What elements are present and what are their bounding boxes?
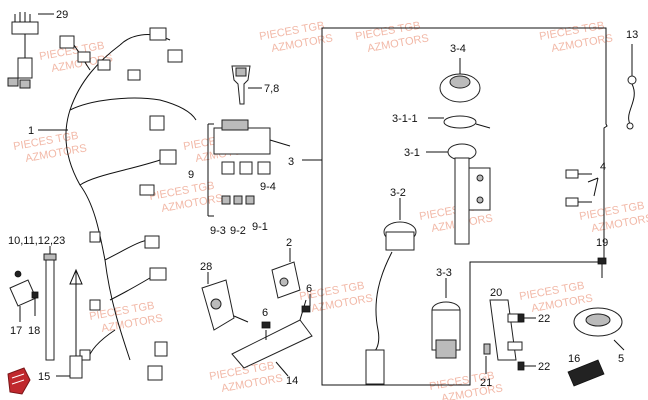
- part-9-relay-box: [213, 119, 291, 205]
- label-9-4: 9-4: [260, 181, 276, 193]
- label-4: 4: [600, 161, 606, 173]
- label-22-top: 22: [538, 313, 550, 325]
- label-2: 2: [286, 237, 292, 249]
- part-20-bracket: [483, 299, 536, 371]
- label-19: 19: [596, 237, 608, 249]
- label-20: 20: [490, 287, 502, 299]
- label-15: 15: [38, 371, 50, 383]
- label-22-bottom: 22: [538, 361, 550, 373]
- part-13-wire: [626, 44, 637, 130]
- part-1-wiring-harness: [59, 27, 197, 381]
- leader-5: [613, 339, 625, 351]
- label-7-8: 7,8: [264, 83, 279, 95]
- label-9-3: 9-3: [210, 225, 226, 237]
- label-16: 16: [568, 353, 580, 365]
- part-3-4-lock-cover: [439, 58, 481, 103]
- label-13: 13: [626, 29, 638, 41]
- label-3-1-1: 3-1-1: [392, 113, 418, 125]
- part-3-3-seat-lock: [431, 278, 461, 359]
- part-3-1-ignition-cylinder: [447, 143, 491, 245]
- label-3: 3: [288, 156, 294, 168]
- label-3-4: 3-4: [450, 43, 466, 55]
- label-3-2: 3-2: [390, 187, 406, 199]
- part-18-screw: [31, 291, 39, 316]
- part-28-bracket: [201, 272, 249, 331]
- part-3-1-1-disc: [443, 115, 491, 129]
- label-6-left: 6: [262, 307, 268, 319]
- bracket-9: [207, 123, 214, 217]
- part-2-bracket: [271, 248, 301, 299]
- label-3-1: 3-1: [404, 147, 420, 159]
- part-15-rod: [69, 268, 83, 379]
- label-1: 1: [28, 125, 34, 137]
- part-29-connector: [7, 12, 39, 89]
- label-9: 9: [188, 169, 194, 181]
- part-3-2-ignition-switch: [365, 198, 417, 385]
- part-6-screws: [261, 294, 311, 329]
- label-10-11-12-23: 10,11,12,23: [8, 235, 65, 247]
- label-28: 28: [200, 261, 212, 273]
- label-3-3: 3-3: [436, 267, 452, 279]
- label-9-2: 9-2: [230, 225, 246, 237]
- label-29: 29: [56, 9, 68, 21]
- label-14: 14: [286, 375, 298, 387]
- leader-4: [587, 177, 599, 197]
- label-6-right: 6: [306, 283, 312, 295]
- part-5-fuel-cap-ring: [573, 307, 623, 337]
- part-16-grip: [567, 359, 605, 387]
- part-19-screw: [597, 257, 607, 278]
- part-7-8-key: [231, 65, 251, 105]
- label-5: 5: [618, 353, 624, 365]
- part-4-bolts: [565, 169, 592, 207]
- brand-logo: [7, 367, 31, 395]
- group-3-frame: [321, 27, 608, 386]
- label-17: 17: [10, 325, 22, 337]
- label-9-1: 9-1: [252, 221, 268, 233]
- label-18: 18: [28, 325, 40, 337]
- label-21: 21: [480, 377, 492, 389]
- part-10-11-12-23-cable-tie: [43, 246, 57, 361]
